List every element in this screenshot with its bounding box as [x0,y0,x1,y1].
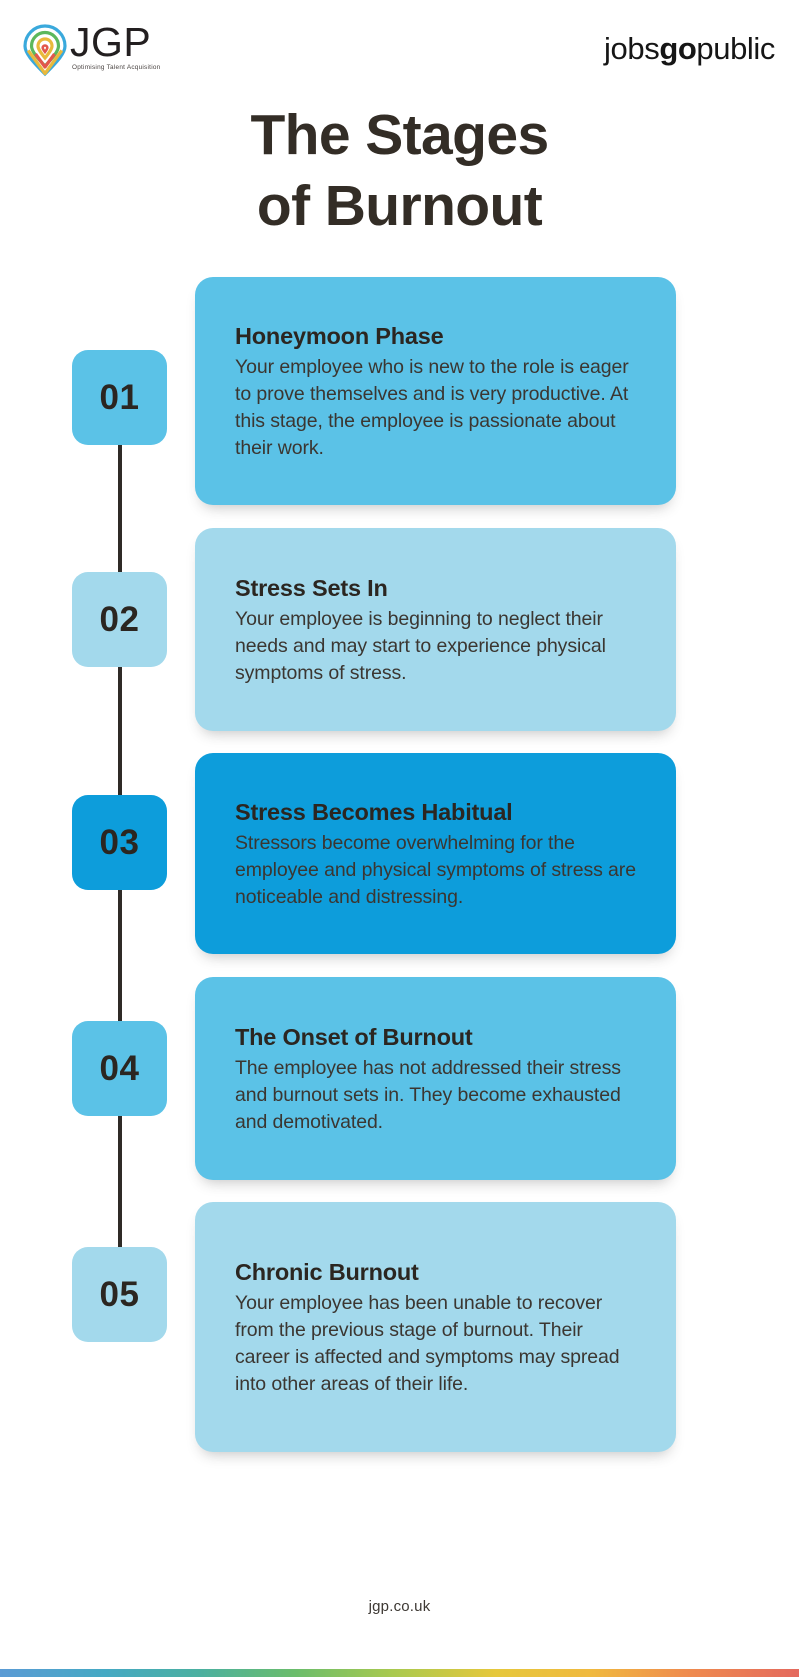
stage-body: Your employee has been unable to recover… [235,1291,620,1395]
jgp-logo-text: JGP Optimising Talent Acquisition [70,22,160,72]
stage-number-badge: 05 [72,1247,167,1342]
stage-card: Chronic Burnout Your employee has been u… [195,1202,676,1452]
stage-card: The Onset of Burnout The employee has no… [195,977,676,1180]
brand-suffix: public [696,31,775,66]
page-title-line-2: of Burnout [256,174,543,238]
jgp-logo: JGP Optimising Talent Acquisition [22,22,160,77]
stage-number-badge: 03 [72,795,167,890]
page-title-line-1: The Stages [250,103,549,167]
stage-body: Your employee is beginning to neglect th… [235,607,606,684]
stage-number: 02 [99,599,140,639]
stage-number-badge: 04 [72,1021,167,1116]
stage-body: Your employee who is new to the role is … [235,355,629,459]
page-title: The Stages of Burnout [0,100,799,242]
stage-card: Stress Sets In Your employee is beginnin… [195,528,676,731]
stage-number: 04 [99,1048,140,1088]
stage-body: Stressors become overwhelming for the em… [235,831,636,908]
stage-title: Honeymoon Phase [235,322,444,349]
stage-number: 01 [99,377,140,417]
stage-number: 03 [99,822,140,862]
footer-url[interactable]: jgp.co.uk [368,1598,431,1615]
rainbow-accent-bar [0,1669,799,1677]
stage-body: The employee has not addressed their str… [235,1056,621,1133]
stage-title: Stress Sets In [235,574,388,601]
stage-number-badge: 01 [72,350,167,445]
stage-number-badge: 02 [72,572,167,667]
stage-title: The Onset of Burnout [235,1023,473,1050]
stage-title: Stress Becomes Habitual [235,798,513,825]
jgp-pin-logo-icon [23,24,67,77]
stage-card: Stress Becomes Habitual Stressors become… [195,753,676,954]
stage-number: 05 [99,1274,140,1314]
jgp-tagline: Optimising Talent Acquisition [72,64,161,71]
page-header: JGP Optimising Talent Acquisition jobsgo… [0,0,799,95]
brand-prefix: jobs [604,31,660,66]
jgp-wordmark: JGP [70,19,152,65]
jobsgopublic-wordmark: jobsgopublic [604,32,775,66]
brand-bold: go [659,31,697,66]
stage-title: Chronic Burnout [235,1258,419,1285]
stage-card: Honeymoon Phase Your employee who is new… [195,277,676,505]
